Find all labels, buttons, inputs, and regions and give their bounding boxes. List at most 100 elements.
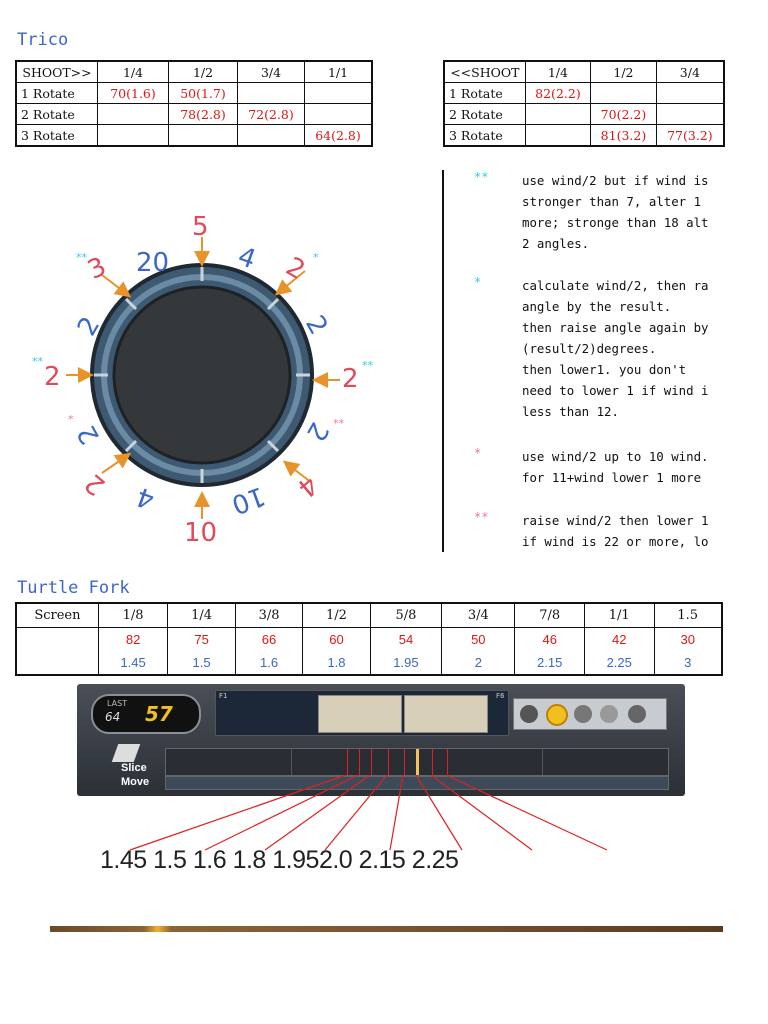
slice-move-button[interactable]: Slice Move bbox=[85, 744, 155, 790]
angle-dial-diagram: 5 20 4 3 2 2 2 2 2 2 2 2 4 4 10 10 ** * … bbox=[32, 212, 374, 548]
angle-display: LAST 64 57 bbox=[91, 694, 201, 734]
table-cell: 64(2.8) bbox=[304, 124, 373, 147]
table-row: 3 Rotate 64(2.8) bbox=[15, 124, 373, 147]
table-cell: 72(2.8) bbox=[237, 103, 305, 125]
table-cell bbox=[97, 124, 169, 147]
table-cell bbox=[590, 82, 657, 104]
header-cell: 1/2 bbox=[302, 603, 371, 628]
power-scale-label: 1.8 bbox=[232, 846, 267, 874]
table-cell: 46 bbox=[514, 627, 585, 651]
notes-divider bbox=[442, 170, 444, 552]
mode-icon[interactable] bbox=[574, 705, 592, 723]
dial-marker: ** bbox=[362, 359, 374, 372]
row-label: 1 Rotate bbox=[15, 82, 98, 104]
note-marker: ** bbox=[474, 510, 489, 524]
dial-label: 4 bbox=[291, 469, 323, 503]
power-slider[interactable] bbox=[416, 749, 419, 775]
dial-label-top: 5 bbox=[192, 212, 209, 242]
last-label: LAST bbox=[107, 699, 128, 708]
power-scale-label: 2.25 bbox=[411, 846, 459, 874]
table-cell bbox=[655, 82, 725, 104]
trico-heading: Trico bbox=[17, 30, 69, 50]
row-label: 2 Rotate bbox=[443, 103, 526, 125]
table-cell: 3 bbox=[653, 651, 723, 675]
table-cell: 50(1.7) bbox=[168, 82, 238, 104]
table-row: 2 Rotate 70(2.2) bbox=[443, 103, 725, 125]
f1-label: F1 bbox=[219, 692, 228, 700]
table-cell bbox=[237, 82, 305, 104]
power-marker bbox=[388, 749, 389, 775]
mode-buttons bbox=[513, 698, 667, 730]
table-cell: 42 bbox=[583, 627, 655, 651]
note-text: raise wind/2 then lower 1 if wind is 22 … bbox=[522, 513, 709, 549]
dial-marker: * bbox=[68, 413, 74, 426]
header-cell: <<SHOOT bbox=[443, 60, 526, 83]
dial-marker: * bbox=[313, 251, 319, 264]
table-cell: 2.25 bbox=[583, 651, 655, 675]
dial-label: 2 bbox=[342, 364, 359, 394]
table-row-powers: 1.45 1.5 1.6 1.8 1.95 2 2.15 2.25 3 bbox=[15, 651, 723, 675]
power-scale-leaders bbox=[129, 775, 608, 851]
row-label: 2 Rotate bbox=[15, 103, 98, 125]
note-text: use wind/2 up to 10 wind. for 11+wind lo… bbox=[522, 449, 709, 485]
swirl-icon[interactable] bbox=[600, 705, 618, 723]
table-cell: 60 bbox=[302, 627, 371, 651]
table-cell: 1.45 bbox=[97, 651, 169, 675]
header-cell: 3/4 bbox=[237, 60, 305, 83]
table-cell: 82(2.2) bbox=[524, 82, 592, 104]
power-marker bbox=[432, 749, 433, 775]
table-cell: 2.15 bbox=[514, 651, 585, 675]
table-cell: 50 bbox=[441, 627, 516, 651]
slice-label: Slice bbox=[121, 762, 147, 774]
row-label: 1 Rotate bbox=[443, 82, 526, 104]
dial-marker: ** bbox=[76, 251, 88, 264]
table-row: 1 Rotate 70(1.6) 50(1.7) bbox=[15, 82, 373, 104]
table-cell bbox=[524, 124, 592, 147]
power-marker bbox=[447, 749, 448, 775]
selected-mode-icon[interactable] bbox=[546, 704, 568, 726]
header-cell: 1/4 bbox=[97, 60, 169, 83]
table-header-row: <<SHOOT 1/4 1/2 3/4 bbox=[443, 60, 725, 83]
table-cell: 82 bbox=[97, 627, 169, 651]
note-text: use wind/2 but if wind is stronger than … bbox=[522, 173, 709, 251]
row-label: 3 Rotate bbox=[15, 124, 98, 147]
dial-label: 2 bbox=[281, 252, 310, 286]
move-label: Move bbox=[121, 776, 150, 788]
header-cell: 3/4 bbox=[441, 603, 516, 628]
trico-right-table-clip: <<SHOOT 1/4 1/2 3/4 1 Rotate 82(2.2) 2 R… bbox=[443, 60, 725, 152]
table-cell: 1.8 bbox=[302, 651, 371, 675]
power-marker bbox=[347, 749, 348, 775]
table-cell bbox=[168, 124, 238, 147]
table-cell: 54 bbox=[369, 627, 443, 651]
f6-label: F6 bbox=[496, 692, 505, 700]
table-cell: 75 bbox=[167, 627, 236, 651]
table-cell bbox=[304, 103, 373, 125]
header-cell: 1.5 bbox=[653, 603, 723, 628]
table-row: 1 Rotate 82(2.2) bbox=[443, 82, 725, 104]
trico-left-table: SHOOT>> 1/4 1/2 3/4 1/1 1 Rotate 70(1.6)… bbox=[15, 60, 373, 147]
table-cell bbox=[237, 124, 305, 147]
table-cell: 1.6 bbox=[234, 651, 304, 675]
table-cell: 1.95 bbox=[369, 651, 443, 675]
dial-label: 2 bbox=[72, 420, 106, 449]
table-cell: 1.5 bbox=[167, 651, 236, 675]
decorative-strip bbox=[50, 926, 723, 932]
table-cell: 81(3.2) bbox=[590, 124, 657, 147]
power-marker bbox=[404, 749, 405, 775]
header-cell: 3/4 bbox=[655, 60, 725, 83]
note-marker: * bbox=[474, 275, 482, 289]
header-cell: 1/8 bbox=[97, 603, 169, 628]
dial-ticks bbox=[94, 267, 310, 483]
header-cell: SHOOT>> bbox=[15, 60, 98, 83]
note-marker: * bbox=[474, 446, 482, 460]
power-scale-label: 1.45 bbox=[100, 846, 147, 874]
table-cell bbox=[655, 103, 725, 125]
dial-marker: ** bbox=[333, 417, 345, 430]
gear-icon[interactable] bbox=[520, 705, 538, 723]
item-slot[interactable] bbox=[404, 695, 488, 733]
dial-marker: ** bbox=[32, 355, 44, 368]
table-cell bbox=[15, 627, 99, 651]
item-slot[interactable] bbox=[318, 695, 402, 733]
gear-icon[interactable] bbox=[628, 705, 646, 723]
row-label: 3 Rotate bbox=[443, 124, 526, 147]
